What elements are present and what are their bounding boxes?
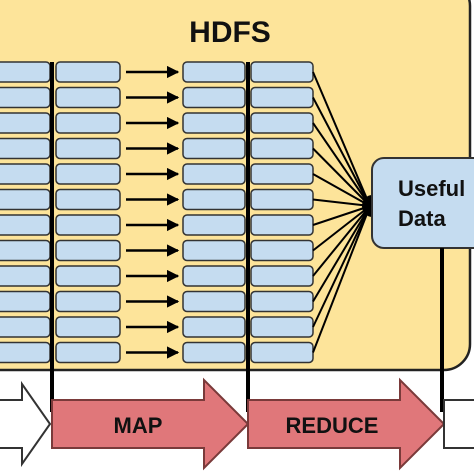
intermediate-block <box>182 316 246 338</box>
reduce-fan-line <box>312 205 371 226</box>
input-block-segment <box>55 316 121 338</box>
reduce-fan-lines <box>312 71 371 353</box>
useful-data-box <box>371 157 474 249</box>
input-block <box>0 239 51 262</box>
intermediate-block <box>182 86 246 109</box>
input-block-segment <box>55 265 121 287</box>
input-block-segment <box>55 86 121 109</box>
input-block-segment <box>55 61 121 83</box>
intermediate-block-segment <box>250 290 314 313</box>
input-block <box>0 290 51 313</box>
reduce-fan-line <box>312 173 371 207</box>
reduce-stage-arrow <box>247 377 446 471</box>
input-block-segment <box>55 214 121 236</box>
reduce-fan-line <box>312 122 371 207</box>
intermediate-block-segment <box>250 137 314 160</box>
intermediate-block <box>182 265 246 287</box>
intermediate-block <box>182 290 246 313</box>
intermediate-block <box>182 112 246 134</box>
input-block <box>0 265 51 287</box>
output-stage-arrow <box>443 399 474 449</box>
input-block <box>0 341 51 364</box>
input-block-column <box>0 61 121 364</box>
input-block <box>0 316 51 338</box>
intermediate-block-segment <box>250 61 314 83</box>
reduce-fan-line <box>312 205 371 328</box>
input-block-segment <box>55 137 121 160</box>
input-block-segment <box>55 112 121 134</box>
useful-data-label-line1: Useful <box>398 176 465 201</box>
intermediate-block-segment <box>250 316 314 338</box>
reduce-fan-line <box>312 97 371 207</box>
reduce-stage-label: REDUCE <box>286 413 379 438</box>
intermediate-block <box>182 61 246 83</box>
intermediate-block-column <box>182 61 314 364</box>
input-block <box>0 61 51 83</box>
intermediate-block-segment <box>250 188 314 211</box>
input-block-segment <box>55 341 121 364</box>
intermediate-block-segment <box>250 239 314 262</box>
reduce-fan-line <box>312 205 371 252</box>
intermediate-block-segment <box>250 341 314 364</box>
input-block-segment <box>55 163 121 185</box>
intermediate-block-segment <box>250 86 314 109</box>
reduce-fan-line <box>312 205 371 277</box>
input-block-segment <box>55 290 121 313</box>
reduce-fan-line <box>312 147 371 207</box>
intermediate-block <box>182 188 246 211</box>
intermediate-block-segment <box>250 112 314 134</box>
hdfs-title: HDFS <box>189 16 271 49</box>
input-block <box>0 86 51 109</box>
input-block <box>0 112 51 134</box>
intermediate-block-segment <box>250 265 314 287</box>
intermediate-block <box>182 239 246 262</box>
input-stage-arrow <box>0 380 52 468</box>
input-block-segment <box>55 188 121 211</box>
reduce-fan-line <box>312 205 371 353</box>
map-arrow-column <box>126 65 180 359</box>
useful-data-label-line2: Data <box>398 206 446 231</box>
reduce-fan-line <box>312 205 371 303</box>
input-block <box>0 188 51 211</box>
input-block <box>0 137 51 160</box>
intermediate-block <box>182 163 246 185</box>
map-stage-arrow <box>51 377 250 471</box>
intermediate-block-segment <box>250 214 314 236</box>
intermediate-block <box>182 137 246 160</box>
intermediate-block <box>182 341 246 364</box>
input-block <box>0 163 51 185</box>
input-block <box>0 214 51 236</box>
reduce-fan-line <box>312 71 371 207</box>
reduce-fan-line <box>312 198 371 207</box>
intermediate-block-segment <box>250 163 314 185</box>
map-stage-label: MAP <box>114 413 163 438</box>
input-block-segment <box>55 239 121 262</box>
intermediate-block <box>182 214 246 236</box>
